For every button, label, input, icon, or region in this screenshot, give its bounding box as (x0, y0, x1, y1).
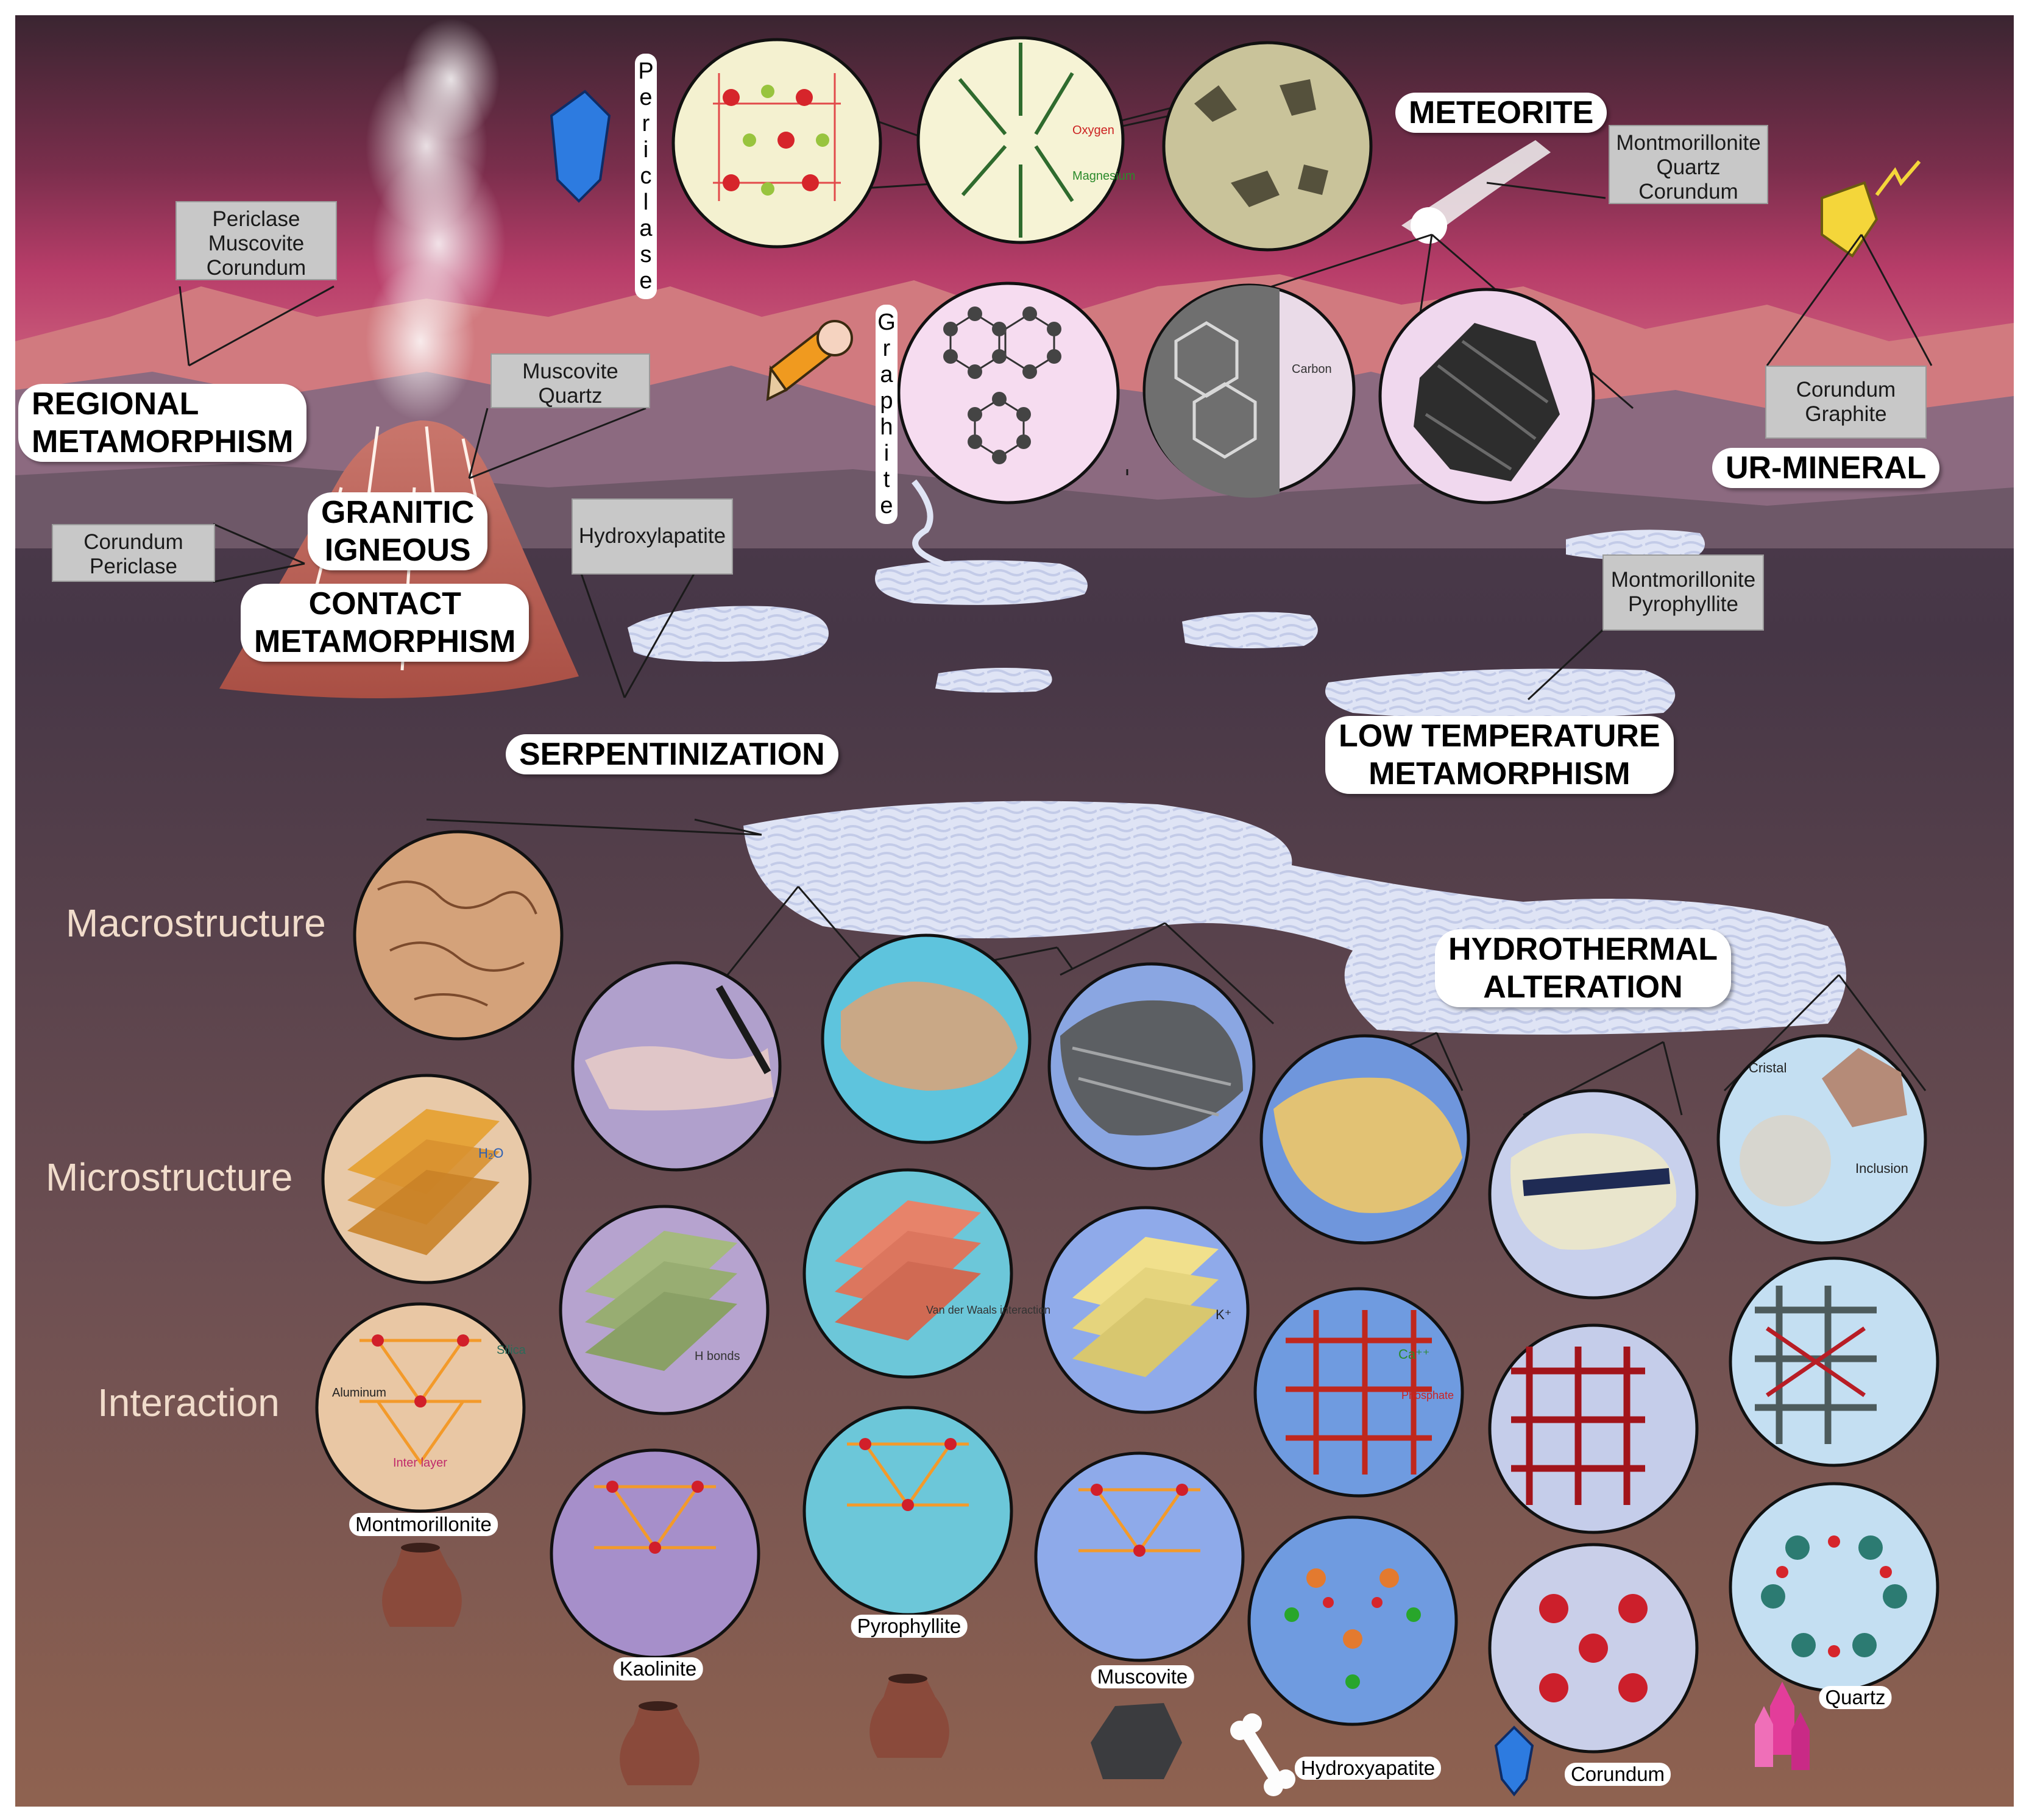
van-der-waals-label: Van der Waals interaction (926, 1304, 1051, 1316)
interaction-level-label: Interaction (97, 1381, 280, 1425)
graphite-rock-circle (1378, 288, 1595, 505)
quartz-macro-circle (1716, 1034, 1927, 1245)
pink-crystal-icon (1755, 1682, 1810, 1770)
hills (15, 463, 2014, 548)
clay-pot-icon (869, 1674, 949, 1758)
contact-metamorphism-label: CONTACT METAMORPHISM (241, 584, 529, 662)
aluminum-label: Aluminum (332, 1386, 386, 1400)
kaolinite-micro-circle (559, 1205, 770, 1415)
kaolinite-macro-circle (571, 961, 782, 1172)
serpentinization-minerals-box: Hydroxylapatite (572, 498, 733, 575)
h-bonds-label: H bonds (695, 1350, 740, 1363)
pyrophyllite-micro-circle (802, 1168, 1013, 1379)
mineral-name-muscovite: Muscovite (1091, 1665, 1194, 1688)
inclusion-label: Inclusion (1855, 1161, 1908, 1176)
hydroxyapatite-macro-circle (1259, 1034, 1470, 1245)
quartz-lattice-circle (1729, 1256, 1939, 1467)
carbon-label: Carbon (1292, 363, 1332, 376)
periclase-structure-circle (916, 36, 1125, 244)
volcano-smoke (366, 18, 506, 420)
hydroxyapatite-lattice-circle (1253, 1287, 1464, 1498)
clay-pot-icon (382, 1543, 462, 1627)
k-plus-label: K⁺ (1216, 1307, 1232, 1322)
mineral-name-hydroxyapatite: Hydroxyapatite (1294, 1757, 1442, 1780)
bone-icon (1230, 1713, 1295, 1796)
mineral-name-kaolinite: Kaolinite (613, 1657, 703, 1680)
cristal-label: Cristal (1749, 1060, 1787, 1075)
magnesium-label: Magnesium (1072, 169, 1136, 183)
mineral-name-pyrophyllite: Pyrophyllite (851, 1615, 968, 1638)
sapphire-gem-icon (550, 90, 611, 203)
mineral-name-corundum: Corundum (1564, 1763, 1671, 1786)
sapphire-gem-icon (1494, 1726, 1534, 1797)
lava-streaks (315, 426, 483, 671)
pyrophyllite-macro-circle (821, 933, 1032, 1144)
granitic-igneous-label: GRANITIC IGNEOUS (308, 492, 488, 570)
pyrophyllite-interaction-circle (802, 1406, 1013, 1616)
corundum-atoms-circle (1488, 1543, 1699, 1754)
muscovite-micro-circle (1041, 1206, 1250, 1414)
phosphate-label: Phosphate (1401, 1389, 1454, 1401)
ur-mineral-label: UR-MINERAL (1712, 448, 1940, 488)
oxygen-label: Oxygen (1072, 124, 1114, 137)
hydrothermal-alteration-label: HYDROTHERMAL ALTERATION (1435, 929, 1731, 1007)
graphite-3d-circle (1142, 283, 1356, 498)
pencil-icon (766, 320, 853, 402)
microstructure-level-label: Microstructure (46, 1155, 293, 1199)
periclase-lattice-circle (671, 38, 882, 249)
montmorillonite-micro-circle (321, 1074, 532, 1284)
coal-lump-icon (1091, 1703, 1182, 1779)
mineral-name-montmorillonite: Montmorillonite (349, 1513, 498, 1536)
meteorite-label: METEORITE (1395, 93, 1607, 133)
meteorite-head (1411, 207, 1447, 244)
montmorillonite-macro-circle (353, 830, 564, 1041)
regional-metamorphism-label: REGIONAL METAMORPHISM (18, 384, 307, 462)
mineral-name-quartz: Quartz (1819, 1686, 1892, 1709)
montmorillonite-interaction-circle (315, 1302, 526, 1513)
quartz-atoms-circle (1729, 1482, 1939, 1693)
serpentinization-label: SERPENTINIZATION (506, 734, 838, 774)
macrostructure-level-label: Macrostructure (66, 901, 326, 945)
muscovite-interaction-circle (1034, 1451, 1245, 1662)
low-temperature-metamorphism-label: LOW TEMPERATURE METAMORPHISM (1325, 716, 1674, 794)
h2o-label: H₂O (478, 1145, 504, 1161)
muscovite-macro-circle (1047, 962, 1256, 1170)
graphite-lattice-circle (897, 281, 1120, 505)
inter-layer-label: Inter layer (393, 1456, 447, 1470)
kaolinite-interaction-circle (550, 1448, 760, 1659)
silica-label: Silica (497, 1344, 526, 1357)
clay-pot-icon (620, 1701, 699, 1785)
hydroxyapatite-atoms-circle (1247, 1515, 1458, 1726)
meteorite-rock-circle (1162, 41, 1373, 252)
ca-plus-label: Ca⁺⁺ (1398, 1347, 1430, 1362)
corundum-macro-circle (1488, 1089, 1699, 1300)
corundum-lattice-circle (1488, 1323, 1699, 1534)
